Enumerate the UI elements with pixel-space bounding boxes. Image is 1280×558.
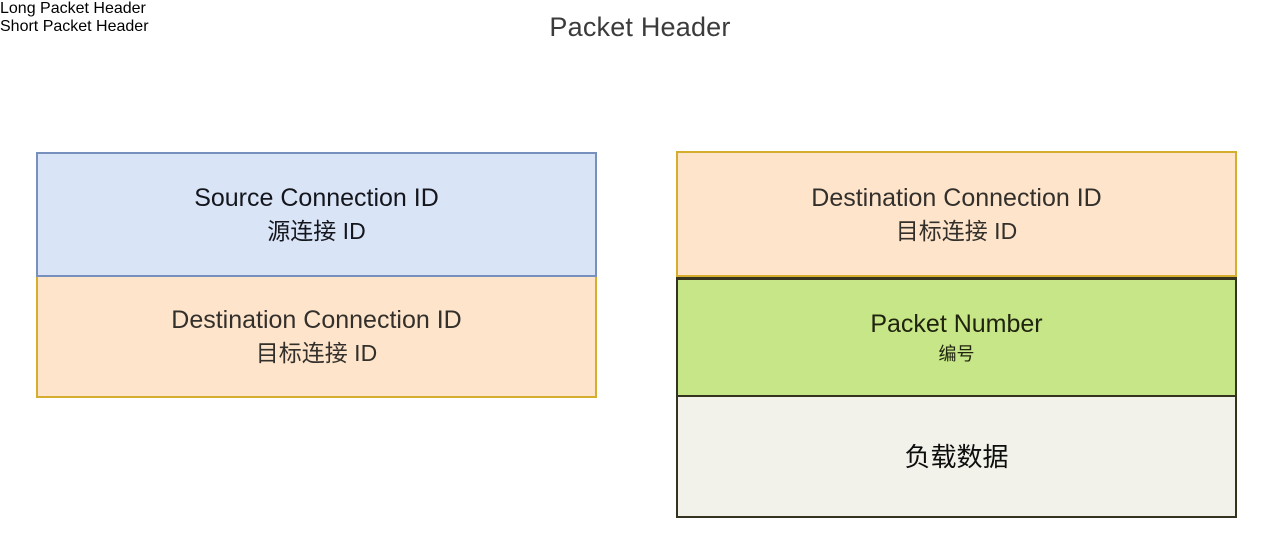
field-label-en: Source Connection ID [194, 184, 439, 212]
field-label-cn: 编号 [938, 344, 975, 364]
field-label-cn: 目标连接 ID [255, 340, 378, 366]
short-packet-header-stack: Destination Connection ID 目标连接 ID Packet… [676, 151, 1237, 518]
column-header-short-packet-header: Short Packet Header [0, 18, 149, 35]
field-packet-number: Packet Number 编号 [676, 277, 1237, 397]
page-title: Packet Header [549, 12, 731, 42]
field-source-connection-id: Source Connection ID 源连接 ID [36, 152, 597, 277]
field-label-cn: 源连接 ID [267, 218, 366, 244]
field-label-cn: 负载数据 [904, 441, 1009, 472]
field-label-en: Packet Number [870, 310, 1043, 338]
field-label-en: Destination Connection ID [811, 183, 1102, 212]
column-header-long-packet-header: Long Packet Header [0, 0, 146, 17]
field-destination-connection-id: Destination Connection ID 目标连接 ID [676, 151, 1237, 277]
field-label-cn: 目标连接 ID [895, 217, 1018, 244]
field-destination-connection-id: Destination Connection ID 目标连接 ID [36, 277, 597, 398]
long-packet-header-stack: Source Connection ID 源连接 ID Destination … [36, 152, 597, 398]
field-label-en: Destination Connection ID [171, 306, 462, 334]
field-payload: 负载数据 [676, 397, 1237, 518]
